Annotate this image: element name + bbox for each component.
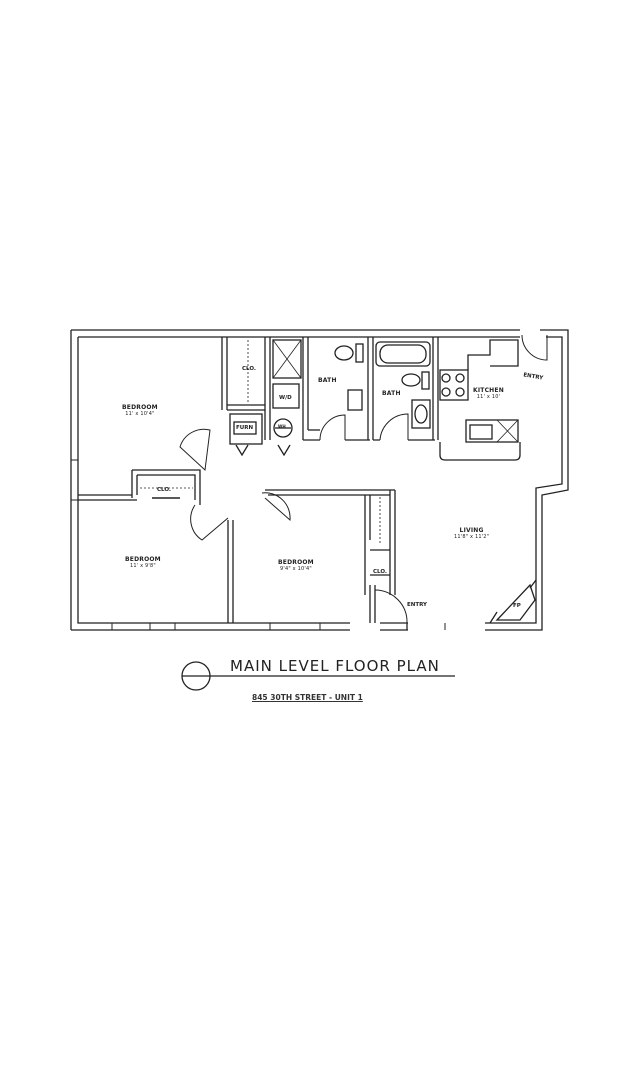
room-name: BEDROOM [125,556,161,563]
water-heater-label: WH [278,424,286,429]
entry-label-living: ENTRY [407,602,428,608]
room-kitchen: KITCHEN 11' x 10' [473,388,504,400]
closet-label: CLO. [242,366,256,372]
room-name: BEDROOM [278,559,314,566]
room-dims: 11' x 10' [476,394,501,400]
room-bedroom-3: BEDROOM 9'4" x 10'4" [278,560,314,572]
furnace-label: FURN [236,425,254,431]
room-dims: 11' x 10'4" [125,411,155,417]
room-bath-1: BATH [318,377,337,384]
room-bedroom-1: BEDROOM 11' x 10'4" [122,405,158,417]
room-name: KITCHEN [473,387,504,394]
room-bedroom-2: BEDROOM 11' x 9'8" [125,557,161,569]
closet-label: CLO. [157,487,171,493]
room-name: LIVING [459,527,484,534]
room-name: BEDROOM [122,404,158,411]
exterior-wall [70,329,569,631]
room-dims: 11'8" x 11'2" [454,534,490,540]
washer-dryer-label: W/D [279,395,292,401]
room-bath-2: BATH [382,390,401,397]
closet-label: CLO. [373,569,387,575]
plan-subtitle: 845 30TH STREET - UNIT 1 [252,693,363,702]
room-dims: 9'4" x 10'4" [280,566,312,572]
plan-title: MAIN LEVEL FLOOR PLAN [230,657,440,675]
room-living: LIVING 11'8" x 11'2" [454,528,489,540]
fireplace-label: FP [513,603,521,609]
room-dims: 11' x 9'8" [129,563,156,569]
